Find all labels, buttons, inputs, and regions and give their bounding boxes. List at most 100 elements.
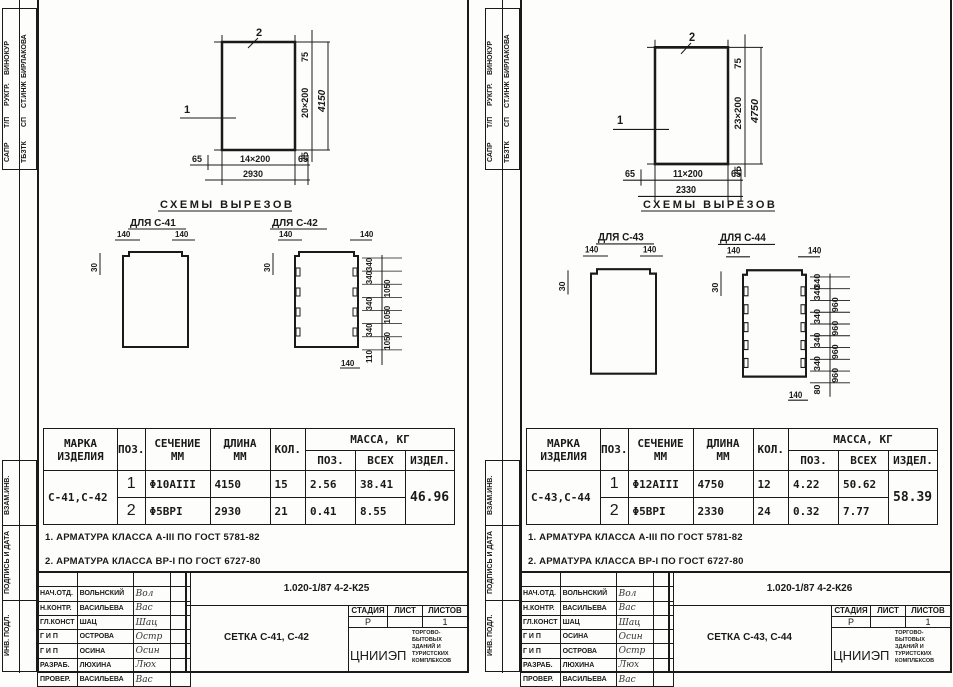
cut-b-right-dim: 140 xyxy=(808,245,822,256)
divider xyxy=(485,525,520,526)
notch xyxy=(352,307,358,317)
header-pos: ПОЗ. xyxy=(117,428,146,471)
notches xyxy=(743,286,806,369)
notch xyxy=(352,287,358,297)
mesh-drawing: 2 1 65 11×200 65 2330 75 23×200 75 4750 xyxy=(613,32,763,202)
sheets-value: 1 xyxy=(905,616,951,628)
frame-right xyxy=(467,0,469,673)
frame-left xyxy=(520,0,522,673)
pos-1-label: 1 xyxy=(617,115,624,127)
dim-bottom-margin: 75 xyxy=(300,152,310,162)
pos-2-label: 2 xyxy=(256,27,262,39)
cell-mass-all: 50.62 xyxy=(838,470,889,498)
notch xyxy=(743,304,749,315)
header-mass-item: ИЗДЕЛ. xyxy=(405,450,455,471)
cut-a-left-dim: 140 xyxy=(585,244,599,254)
header-mass-pos: ПОЗ. xyxy=(788,450,839,471)
cut-b-label: ДЛЯ С-44 xyxy=(720,232,766,245)
stack-dimension: 340 xyxy=(812,285,821,300)
cell-length: 2930 xyxy=(209,497,271,525)
notch xyxy=(743,322,749,333)
divider xyxy=(2,525,37,526)
document-code: 1.020-1/87 4-2-К26 xyxy=(766,583,853,594)
dim-length: 4750 xyxy=(750,99,761,124)
notch xyxy=(743,286,749,297)
cut-a-depth-dim: 30 xyxy=(90,263,99,272)
header-mass-pos: ПОЗ. xyxy=(305,450,356,471)
cell-pos: 2 xyxy=(117,497,146,525)
stack-dimension: 340 xyxy=(812,273,821,288)
notch xyxy=(800,322,806,333)
cut-scheme-a: ДЛЯ С-41 140 140 30 xyxy=(90,218,195,348)
mesh-outline xyxy=(653,46,730,166)
cell-mark: С-43,С-44 xyxy=(526,470,601,525)
dim-width: 2330 xyxy=(676,185,696,195)
dim-vspan: 23×200 xyxy=(733,97,743,130)
dim-top-margin: 75 xyxy=(733,58,743,69)
cell-mass-pos: 0.41 xyxy=(305,497,356,525)
dim-top-margin: 75 xyxy=(300,52,310,62)
schemes-title: СХЕМЫ ВЫРЕЗОВ xyxy=(643,199,777,211)
note-1: 1. АРМАТУРА КЛАССА A-III ПО ГОСТ 5781-82 xyxy=(528,532,743,543)
divider xyxy=(185,572,187,672)
cut-b-label: ДЛЯ С-42 xyxy=(272,218,318,229)
organization-name: ЦНИИЭП xyxy=(350,648,407,663)
drawing-title: СЕТКА С-43, С-44 xyxy=(706,632,792,643)
cut-a-left-dim: 140 xyxy=(117,230,131,239)
table-row: С-41,С-42 1 Φ10AIII 4150 15 2.56 38.41 4… xyxy=(43,470,455,525)
cell-pos: 2 xyxy=(600,497,629,525)
header-pos: ПОЗ. xyxy=(600,428,629,471)
cut-b-depth-dim: 30 xyxy=(710,282,719,292)
dim-left-margin: 65 xyxy=(192,154,202,164)
dim-bottom-margin: 75 xyxy=(733,166,743,177)
notch xyxy=(800,286,806,297)
divider xyxy=(185,605,468,606)
notch xyxy=(743,357,749,369)
cell-qty: 21 xyxy=(269,497,306,525)
cell-section: Φ12AIII xyxy=(627,470,694,498)
frame-left xyxy=(37,0,39,673)
stack-dimension: 340 xyxy=(365,257,374,271)
cut-b-depth-dim: 30 xyxy=(263,263,272,272)
notch xyxy=(800,357,806,369)
stack-dimension: 340 xyxy=(365,270,374,284)
organization-subtitle: ТОРГОВО-БЫТОВЫХ ЗДАНИЙ И ТУРИСТСКИХ КОМП… xyxy=(412,630,452,664)
stack-dimension: 960 xyxy=(830,368,839,383)
dim-left-margin: 65 xyxy=(625,169,635,179)
stack-dimension: 1050 xyxy=(383,279,392,297)
table-row: 2 Φ5BPI 2330 24 0.32 7.77 xyxy=(527,497,938,525)
frame-bottom xyxy=(37,671,469,673)
mesh-outline xyxy=(220,40,297,152)
stack-dimension: 340 xyxy=(365,297,374,311)
registration-stamp-box xyxy=(2,460,37,672)
header-qty: КОЛ. xyxy=(752,428,789,471)
document-code: 1.020-1/87 4-2-К25 xyxy=(283,583,370,594)
stage-value: Р xyxy=(348,616,388,628)
cell-qty: 24 xyxy=(752,497,789,525)
cut-b-left-dim: 140 xyxy=(279,230,293,239)
notch xyxy=(800,304,806,315)
pos-1-label: 1 xyxy=(184,104,190,116)
cell-mass-pos: 4.22 xyxy=(788,470,839,498)
cut-a-label: ДЛЯ С-43 xyxy=(598,231,644,244)
divider xyxy=(831,605,832,672)
cell-length: 2330 xyxy=(692,497,754,525)
mesh-drawing: 2 1 65 14×200 65 2930 75 20×200 75 4150 xyxy=(180,27,330,185)
stack-dimension: 960 xyxy=(830,321,839,336)
cell-mass-all: 7.77 xyxy=(838,497,889,525)
